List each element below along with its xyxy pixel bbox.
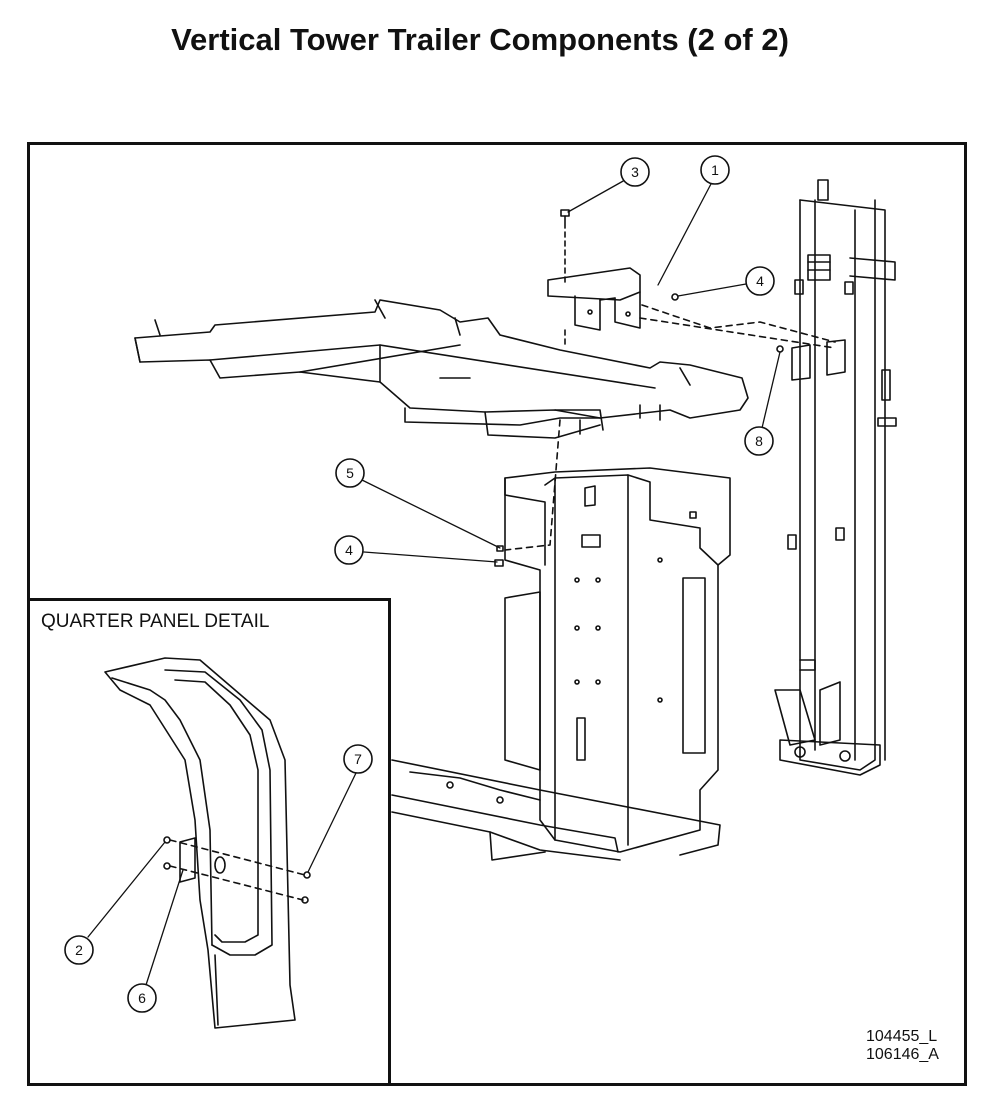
callout-4-upper: 4 bbox=[745, 266, 775, 296]
tray-bracket bbox=[547, 267, 641, 331]
callout-2: 2 bbox=[64, 935, 94, 965]
drawing-frame bbox=[27, 142, 967, 1086]
svg-text:8: 8 bbox=[755, 433, 763, 449]
drawing-number-2: 106146_A bbox=[866, 1046, 939, 1063]
bolt-3-icon bbox=[560, 209, 570, 346]
drawing-number-1: 104455_L bbox=[866, 1028, 938, 1045]
platform-assembly bbox=[134, 299, 749, 439]
callout-3: 3 bbox=[620, 157, 650, 187]
quarter-panel bbox=[104, 657, 311, 1029]
svg-text:4: 4 bbox=[345, 542, 353, 558]
trailer-frame bbox=[391, 759, 721, 861]
svg-text:5: 5 bbox=[346, 465, 354, 481]
vertical-tower bbox=[774, 179, 897, 776]
callout-4-lower: 4 bbox=[334, 535, 364, 565]
svg-text:2: 2 bbox=[75, 942, 83, 958]
callout-leaders bbox=[87, 179, 781, 986]
callout-7: 7 bbox=[343, 744, 373, 774]
callout-5: 5 bbox=[335, 458, 365, 488]
inset-label: QUARTER PANEL DETAIL bbox=[41, 611, 270, 632]
svg-text:7: 7 bbox=[354, 751, 362, 767]
svg-text:3: 3 bbox=[631, 164, 639, 180]
svg-text:6: 6 bbox=[138, 990, 146, 1006]
page-title: Vertical Tower Trailer Components (2 of … bbox=[171, 22, 789, 57]
svg-text:1: 1 bbox=[711, 162, 719, 178]
hardware-parts bbox=[494, 293, 784, 567]
lower-housing bbox=[504, 467, 731, 853]
callout-6: 6 bbox=[127, 983, 157, 1013]
quarter-panel-inset-frame bbox=[27, 598, 391, 1083]
svg-text:4: 4 bbox=[756, 273, 764, 289]
callout-1: 1 bbox=[700, 155, 730, 185]
callout-8: 8 bbox=[744, 426, 774, 456]
alignment-lines bbox=[504, 304, 836, 551]
